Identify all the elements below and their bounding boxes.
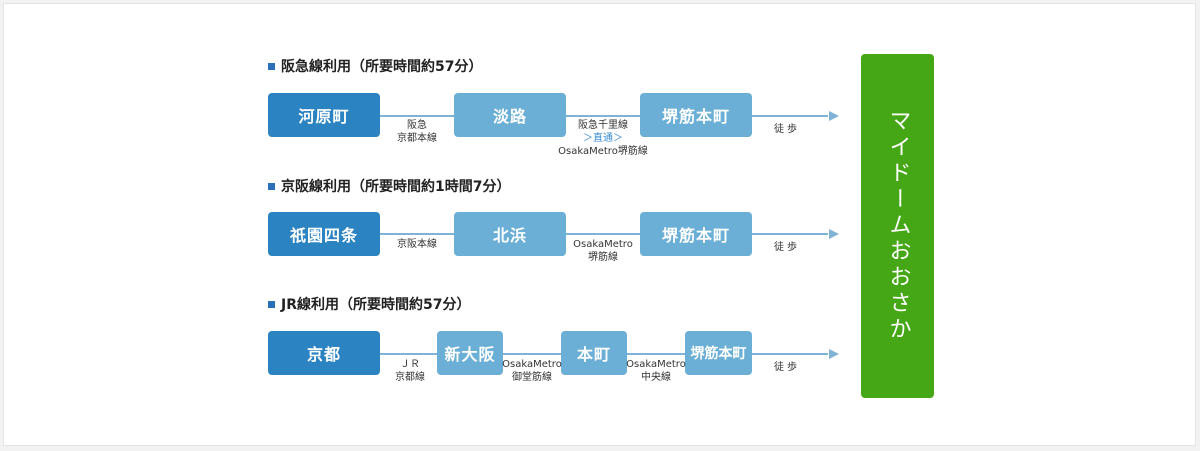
destination-name: マイドームおおさか [885,109,911,343]
walk-label: 徒歩 [774,362,800,373]
walk-label: 徒歩 [774,124,800,135]
route-heading-keihan: 京阪線利用（所要時間約1時間7分） [268,176,510,196]
walk-label: 徒歩 [774,242,800,253]
route-line [378,115,828,117]
route-line [378,233,828,235]
route-heading-text: 阪急線利用（所要時間約57分） [281,59,483,75]
segment-label: 阪急千里線 ＞直通＞ OsakaMetro堺筋線 [558,120,648,157]
arrow-right-icon [829,229,839,239]
station-sakaisujihonmachi: 堺筋本町 [640,212,752,256]
arrow-right-icon [829,349,839,359]
segment-label: ＪＲ 京都線 [395,359,425,383]
station-gionshijo: 祇園四条 [268,212,380,256]
square-bullet-icon [268,300,275,308]
station-kyoto: 京都 [268,331,380,375]
station-shinosaka: 新大阪 [437,331,503,375]
station-kawaramachi: 河原町 [268,93,380,137]
station-sakaisujihonmachi: 堺筋本町 [640,93,752,137]
station-awaji: 淡路 [454,93,566,137]
segment-label: 阪急 京都本線 [397,120,437,144]
segment-label: OsakaMetro 御堂筋線 [502,359,562,383]
route-heading-hankyu: 阪急線利用（所要時間約57分） [268,56,482,76]
segment-label: OsakaMetro 堺筋線 [573,239,633,263]
station-sakaisujihonmachi: 堺筋本町 [685,331,752,375]
station-kitahama: 北浜 [454,212,566,256]
route-heading-jr: JR線利用（所要時間約57分） [268,294,470,314]
route-panel [3,3,1196,446]
route-heading-text: JR線利用（所要時間約57分） [281,297,471,313]
arrow-right-icon [829,111,839,121]
segment-label: OsakaMetro 中央線 [626,359,686,383]
route-heading-text: 京阪線利用（所要時間約1時間7分） [281,179,511,195]
destination-box: マイドームおおさか [861,54,934,398]
segment-label: 京阪本線 [397,239,437,250]
square-bullet-icon [268,182,275,190]
square-bullet-icon [268,62,275,70]
station-honmachi: 本町 [561,331,627,375]
